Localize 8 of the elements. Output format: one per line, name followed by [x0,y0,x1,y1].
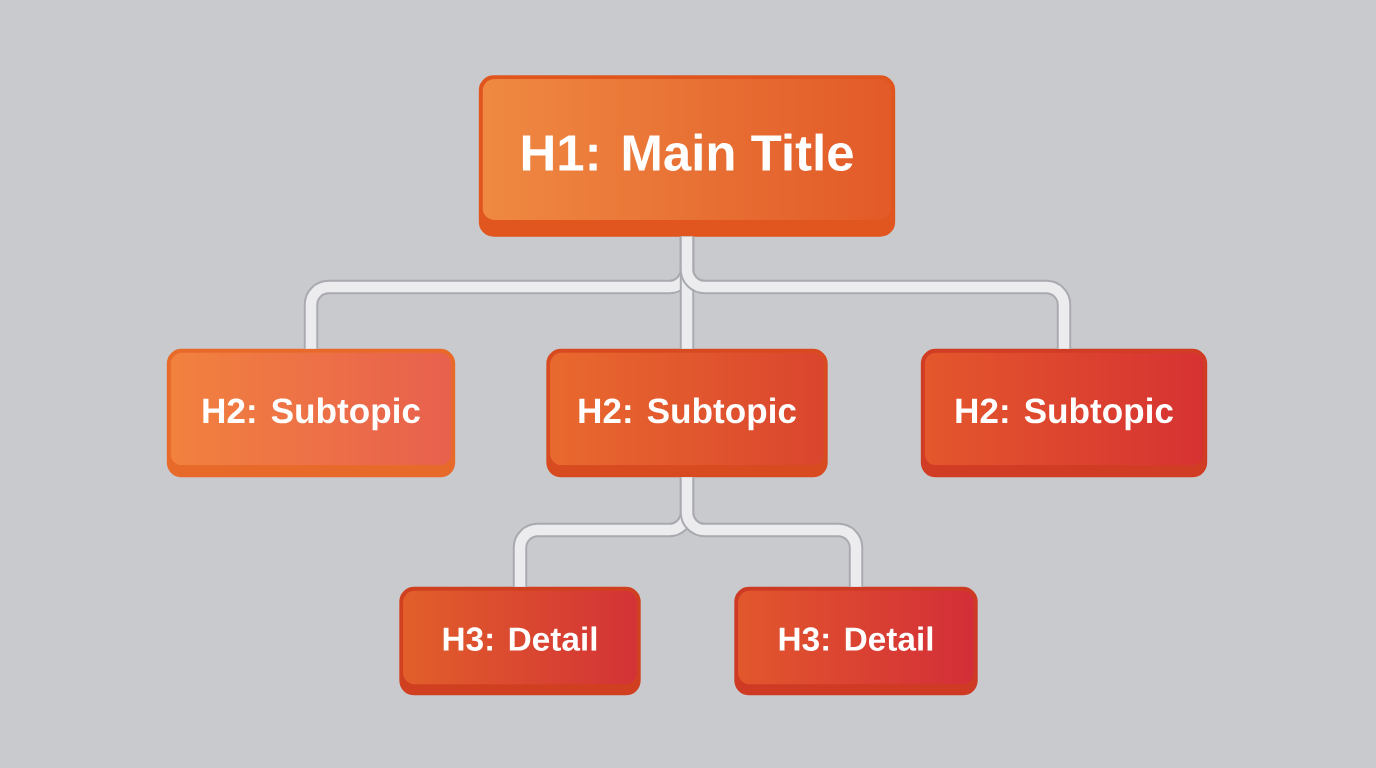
heading-box: H2: Subtopic [166,348,456,478]
heading-box: H3: Detail [399,586,641,696]
heading-box: H1: Main Title [478,75,896,237]
heading-box: H3: Detail [734,586,978,696]
heading-box: H2: Subtopic [546,348,828,478]
heading-box: H2: Subtopic [920,348,1208,478]
connector-tube [679,477,864,587]
connector-tube [679,236,1072,349]
